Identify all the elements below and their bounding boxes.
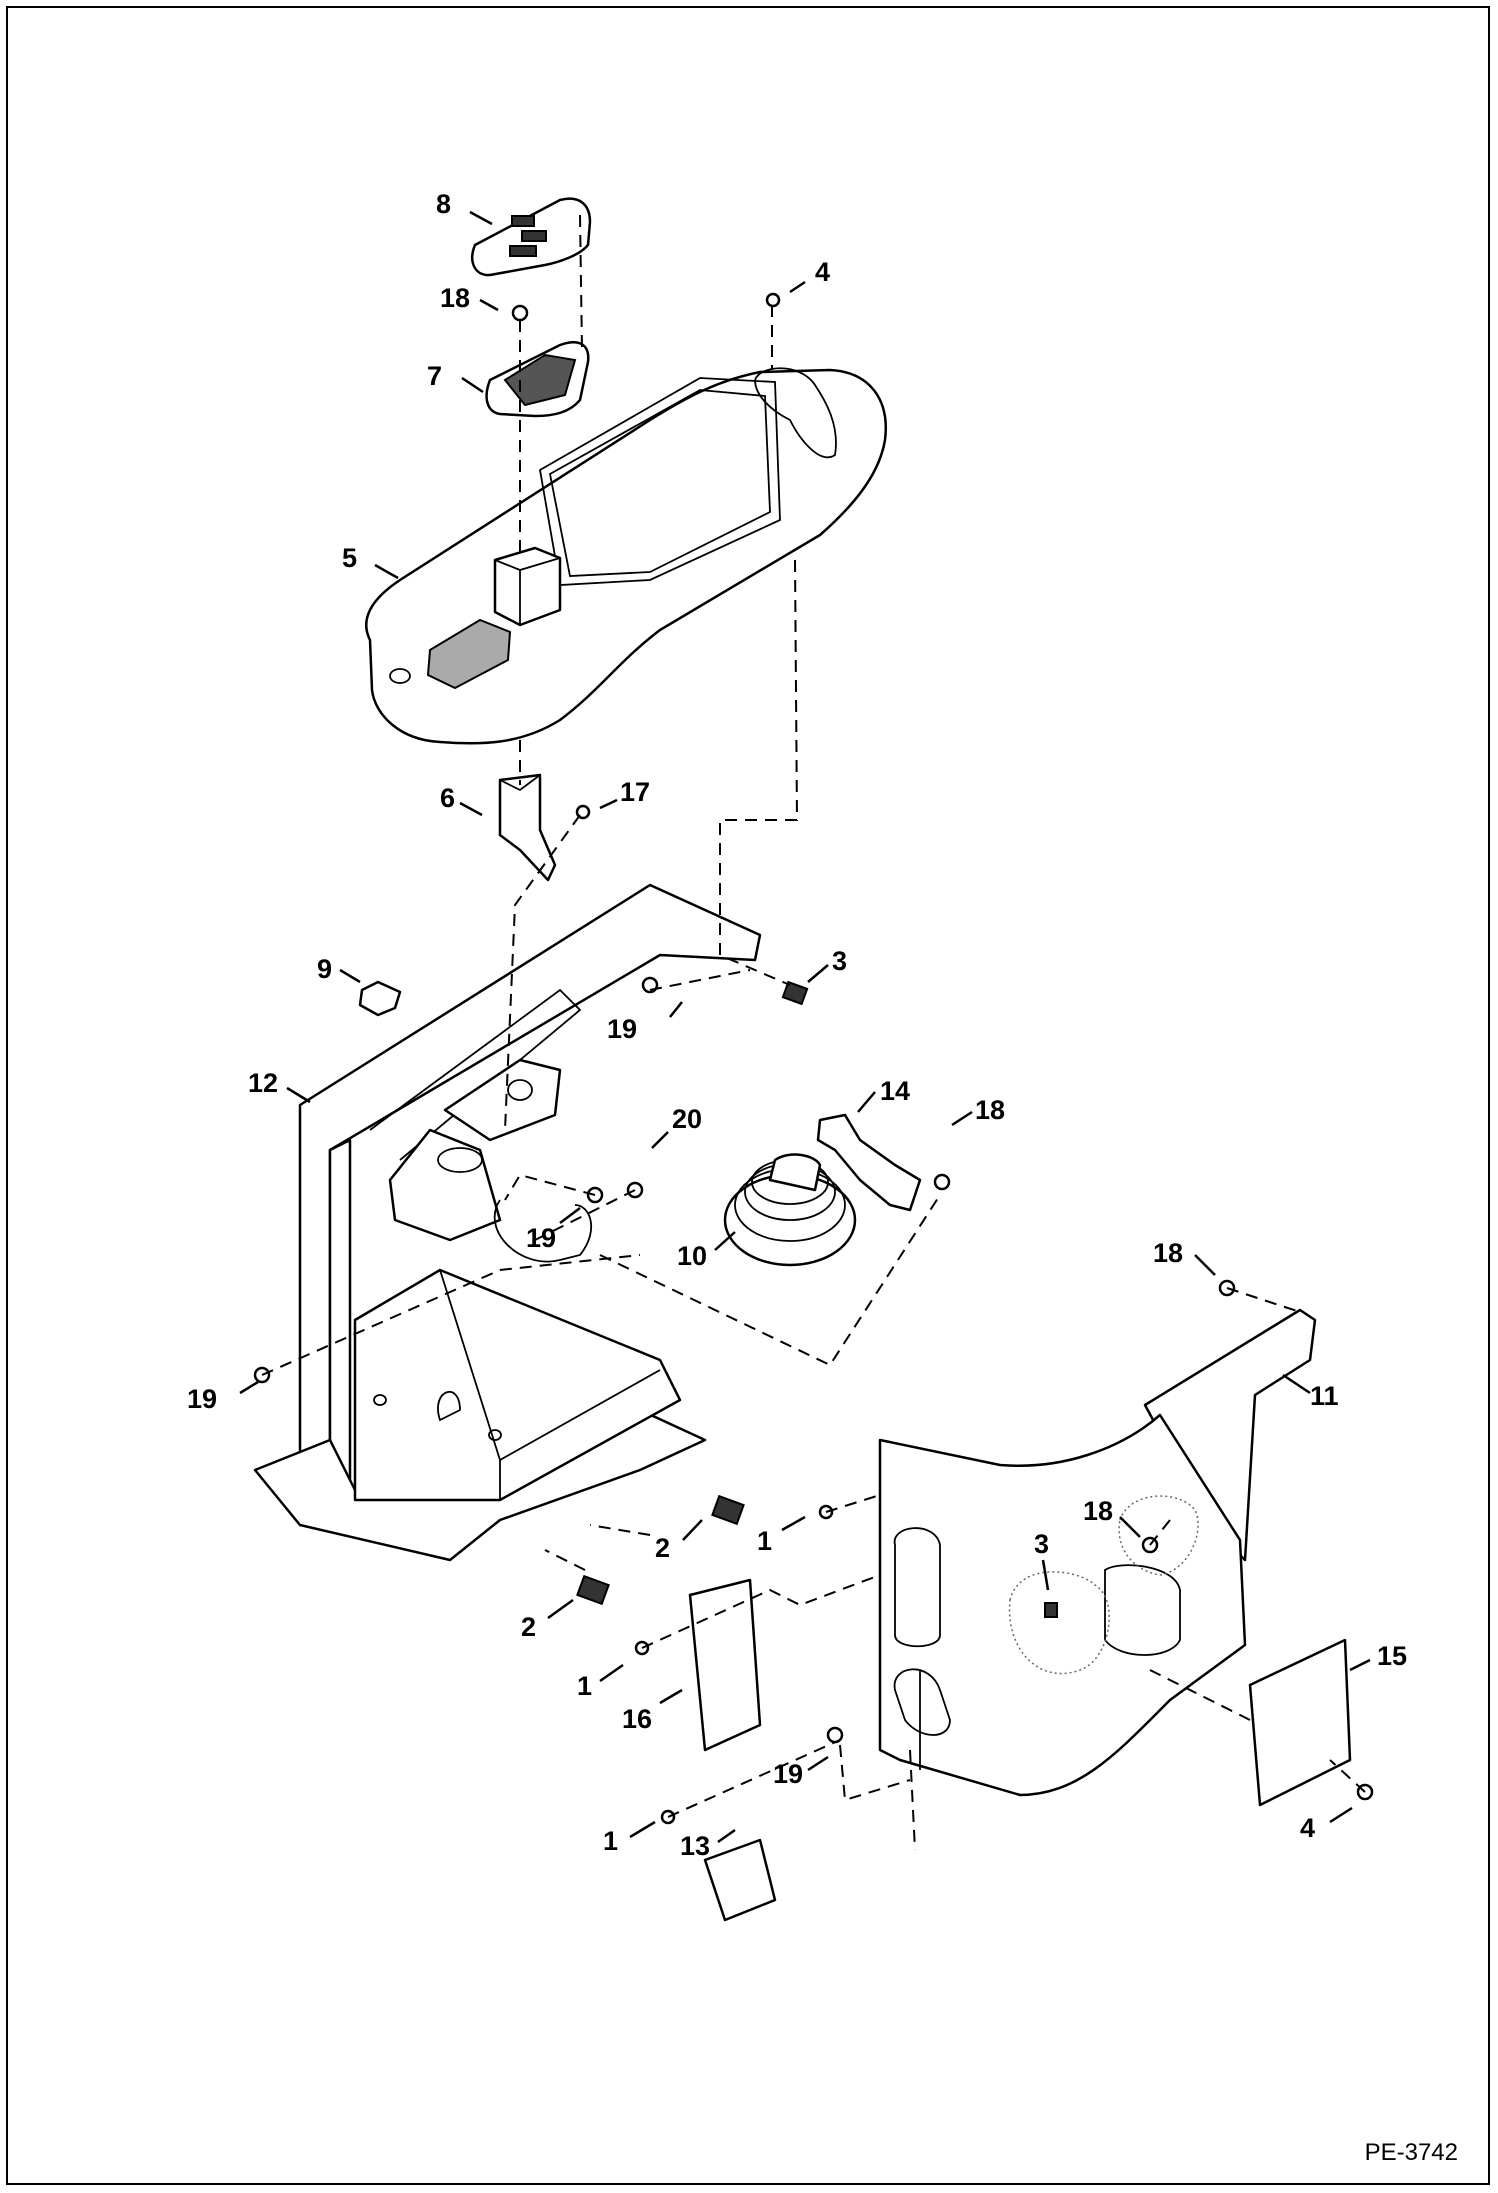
callout-4b: 4 [1300, 1813, 1315, 1843]
diagram-border [6, 6, 1490, 2185]
callout-10: 10 [677, 1241, 707, 1271]
callout-5: 5 [342, 543, 357, 573]
callout-18c: 18 [1153, 1238, 1183, 1268]
handle-base-part-7 [485, 341, 590, 418]
callout-2: 2 [655, 1533, 670, 1563]
handle-cover-part-8 [471, 197, 592, 277]
callout-19c: 19 [187, 1384, 217, 1414]
bracket-part-6 [498, 773, 557, 882]
callout-18b: 18 [975, 1095, 1005, 1125]
callout-6: 6 [440, 783, 455, 813]
callout-15: 15 [1377, 1641, 1407, 1671]
alignment-lines [261, 214, 1366, 1851]
callout-1c: 1 [603, 1826, 618, 1856]
callout-14: 14 [880, 1076, 910, 1106]
callout-8: 8 [436, 189, 451, 219]
callout-7: 7 [427, 361, 442, 391]
callout-12: 12 [248, 1068, 278, 1098]
side-panel-part-11 [878, 1308, 1317, 1797]
callout-19b: 19 [526, 1223, 556, 1253]
frame-part-12 [253, 883, 762, 1562]
callout-2b: 2 [521, 1612, 536, 1642]
callout-1b: 1 [577, 1671, 592, 1701]
callout-3: 3 [832, 946, 847, 976]
callout-4: 4 [815, 257, 830, 287]
figure-id: PE-3742 [1364, 2139, 1458, 2166]
boot-part-10 [723, 1153, 857, 1267]
callout-11: 11 [1310, 1381, 1339, 1411]
callout-17: 17 [620, 777, 650, 807]
callout-9: 9 [317, 954, 332, 984]
leader-lines [239, 210, 1371, 1844]
callout-19: 19 [607, 1014, 637, 1044]
callout-18: 18 [440, 283, 470, 313]
callout-1: 1 [757, 1526, 772, 1556]
console-cover-part-5 [365, 367, 887, 745]
cover-plate-part-15 [1248, 1638, 1352, 1807]
callout-20: 20 [672, 1104, 702, 1134]
bracket-plate-part-14 [816, 1113, 922, 1212]
cover-plate-part-16 [688, 1578, 762, 1752]
callout-13: 13 [680, 1831, 710, 1861]
callout-16: 16 [622, 1704, 652, 1734]
callout-18d: 18 [1083, 1496, 1113, 1526]
callouts: 8 18 4 7 5 6 17 3 9 19 12 14 18 20 19 10… [187, 189, 1407, 1861]
cover-plate-part-13 [703, 1838, 777, 1922]
callout-3b: 3 [1034, 1529, 1049, 1559]
callout-19d: 19 [773, 1759, 803, 1789]
